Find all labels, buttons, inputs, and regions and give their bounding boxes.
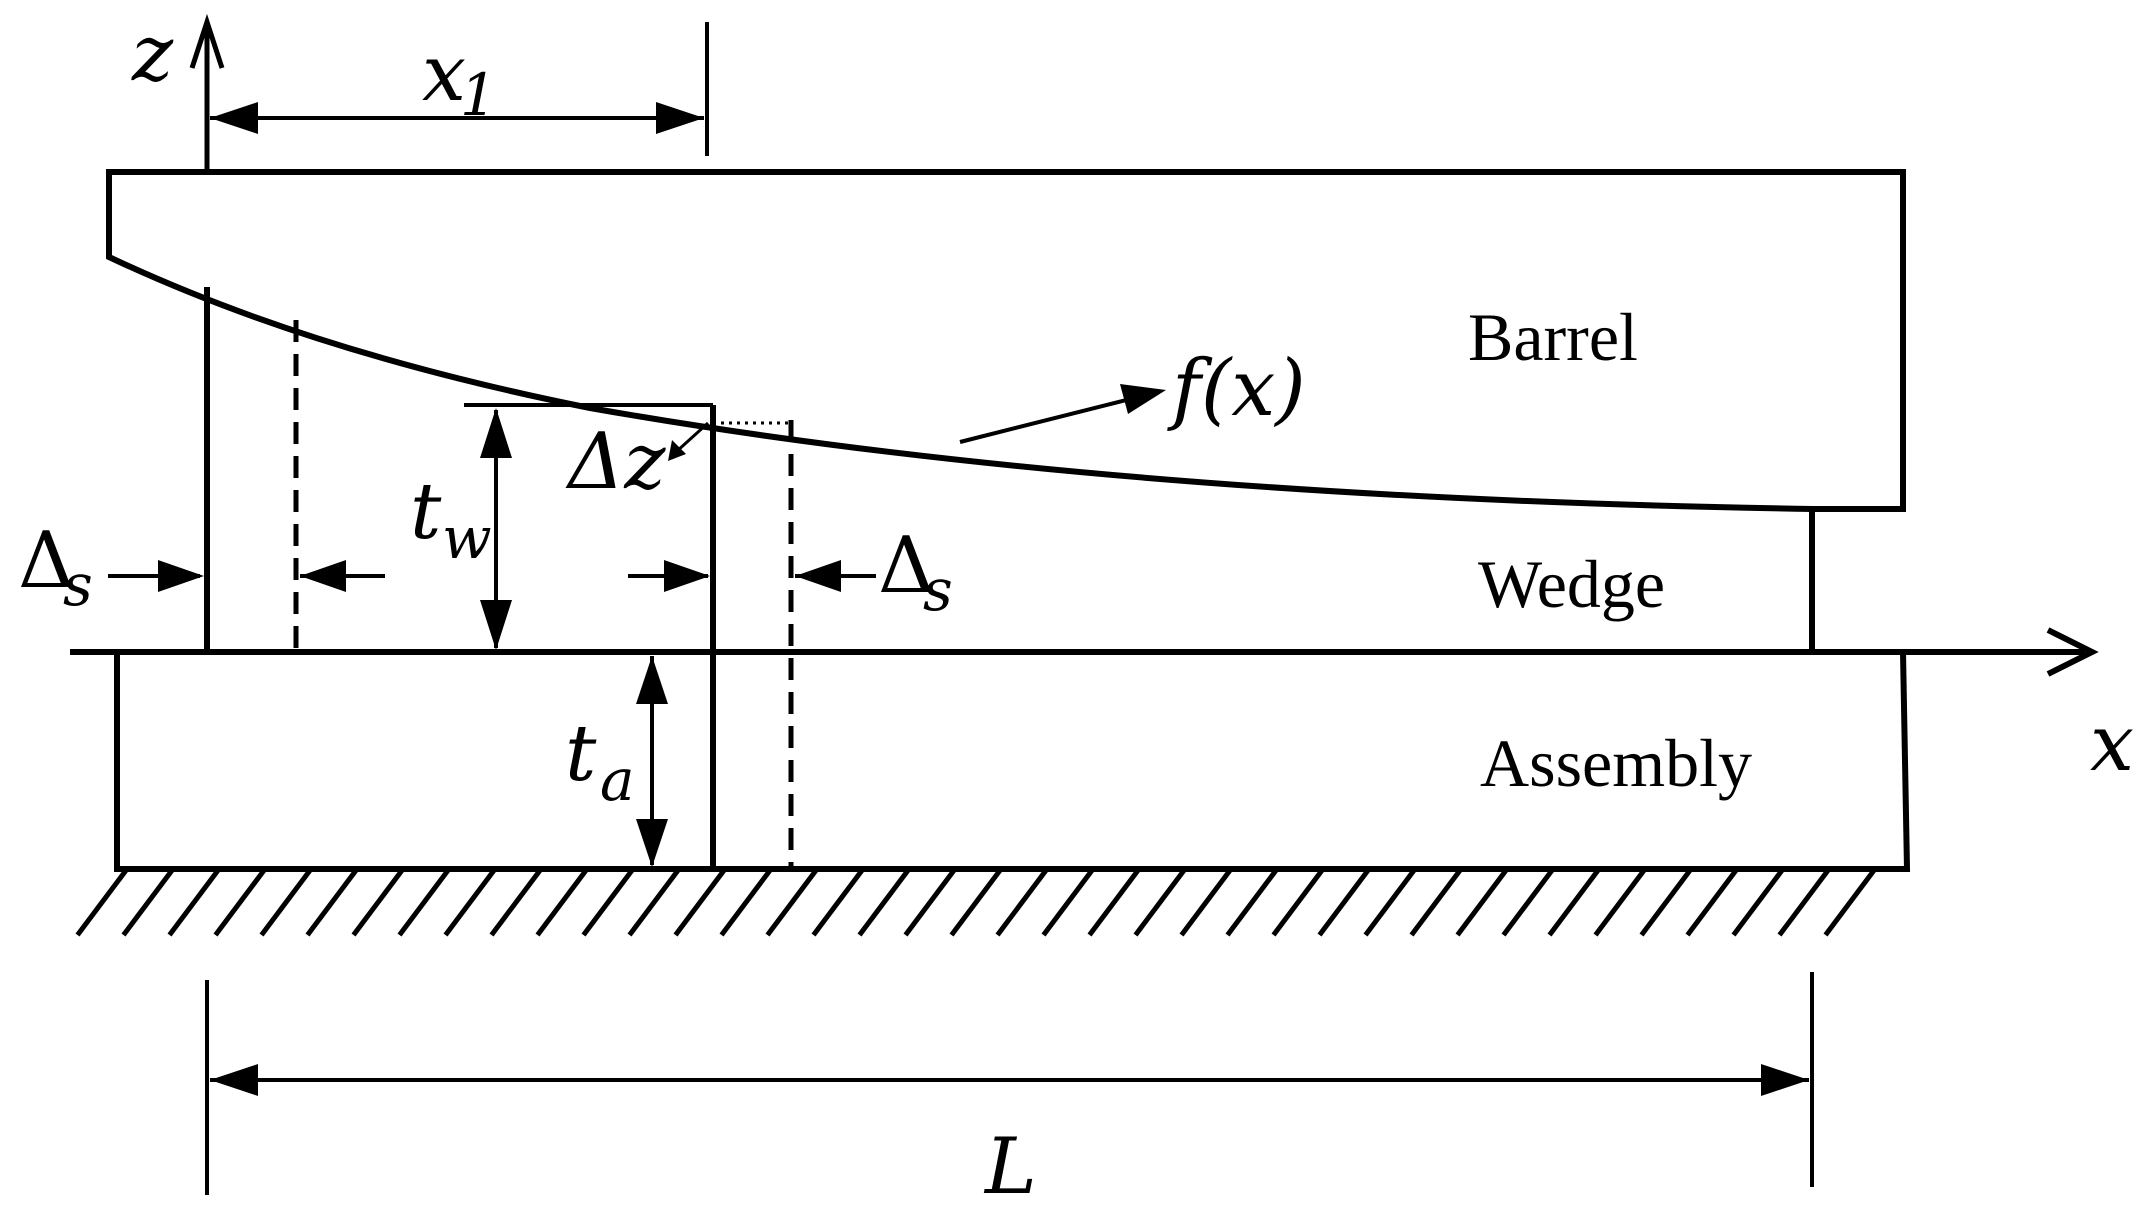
x1-right-arrow [656,102,704,134]
ground-hatch-line [1271,867,1325,937]
x-axis-arrow [2046,627,2099,677]
tw-top-arrow [480,408,512,458]
ground-hatch-line [1363,867,1417,937]
tw-label: t [410,467,442,557]
ground-hatch-line [811,867,865,937]
tw-bottom-arrow [480,600,512,650]
x1-label: x [422,29,466,119]
ground-hatch-line [765,867,819,937]
fx-arrowhead [1120,384,1166,414]
delta-s-right-inner-arrowhead [664,560,710,592]
delta-z-arrow-line [674,421,710,454]
ground-hatch-line [1685,867,1739,937]
assembly-body [114,651,1911,872]
ground-hatch-line [949,867,1003,937]
ground-hatch-line [305,867,359,937]
x-axis-label: x [2090,699,2134,789]
delta-s-left-label: Δ [18,516,74,606]
length-left-arrow [210,1064,258,1096]
ta-bottom-arrow [636,819,668,867]
ground-hatch-line [1731,867,1785,937]
ground-hatch-line [1041,867,1095,937]
ta-label-subscript: a [600,746,635,814]
delta-s-left-subscript: s [63,551,93,619]
ta-label: t [565,709,597,799]
ground-hatch-line [1087,867,1141,937]
ground-hatch-line [535,867,589,937]
fx-label: f(x) [1167,344,1306,434]
ground-hatch-line [443,867,497,937]
ground-hatch-line [673,867,727,937]
ground-hatch-line [1133,867,1187,937]
ground-hatch-line [1501,867,1555,937]
ground-hatch-line [1179,867,1233,937]
ground-hatch-line [1225,867,1279,937]
assembly-label: Assembly [1480,725,1752,801]
delta-s-left-arrowhead [158,560,204,592]
z-axis-label: z [131,9,174,99]
delta-s-left-inner-arrowhead [300,560,346,592]
ground-hatch-line [213,867,267,937]
ground-hatch-line [1593,867,1647,937]
ground-hatching [75,867,1877,937]
length-label: L [983,1122,1037,1210]
ground-hatch-line [581,867,635,937]
delta-s-right-arrowhead [795,560,841,592]
x1-label-subscript: 1 [460,61,497,129]
ground-hatch-line [1409,867,1463,937]
delta-z-label: Δz [565,417,666,507]
wedge-label: Wedge [1478,546,1665,622]
delta-s-right-subscript: s [923,556,953,624]
delta-z-arrowhead [668,440,686,461]
ta-top-arrow [636,656,668,704]
ground-hatch-line [903,867,957,937]
ground-hatch-line [1639,867,1693,937]
z-axis-arrow [189,13,225,69]
ground-hatch-line [167,867,221,937]
delta-s-right-label: Δ [878,521,934,611]
ground-hatch-line [627,867,681,937]
barrel-body [106,169,1906,512]
ground-hatch-line [719,867,773,937]
barrel-label: Barrel [1468,299,1638,375]
ground-hatch-line [397,867,451,937]
tw-label-subscript: w [442,504,492,572]
wedge-solid [204,287,1815,869]
ground-hatch-line [1777,867,1831,937]
ground-hatch-line [1455,867,1509,937]
ground-hatch-line [1823,867,1877,937]
x1-left-arrow [210,102,258,134]
ground-hatch-line [857,867,911,937]
length-right-arrow [1761,1064,1809,1096]
ground-hatch-line [995,867,1049,937]
ground-hatch-line [1317,867,1371,937]
ground-hatch-line [121,867,175,937]
wedge-displaced-dashed [293,320,794,869]
ground-hatch-line [75,867,129,937]
ground-hatch-line [351,867,405,937]
ground-hatch-line [259,867,313,937]
ground-hatch-line [1547,867,1601,937]
ground-hatch-line [489,867,543,937]
